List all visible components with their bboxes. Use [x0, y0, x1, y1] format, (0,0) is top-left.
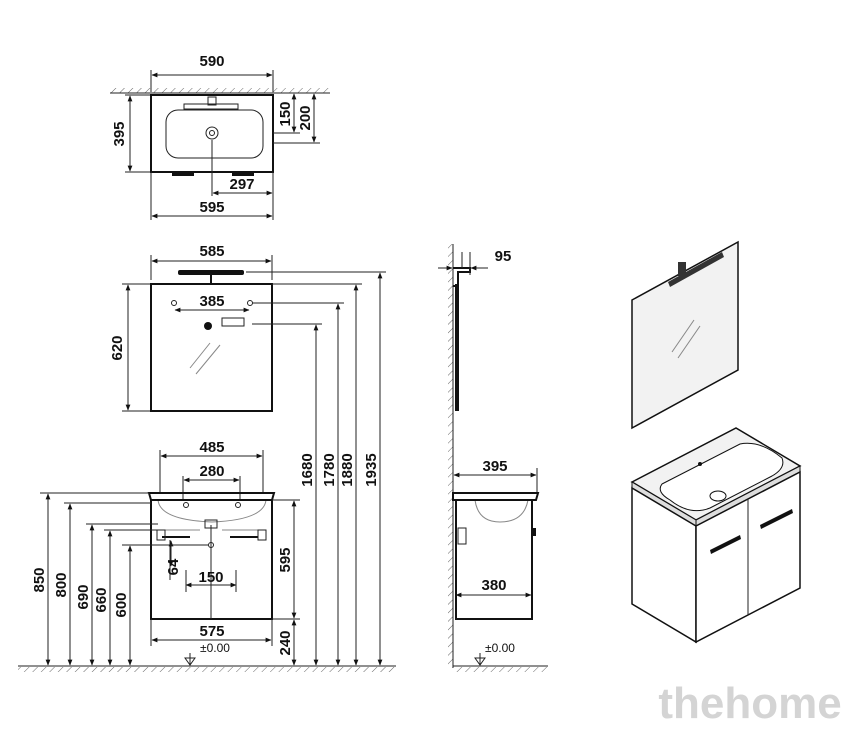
dim-h-1680: 1680 [299, 453, 316, 486]
level-side: ±0.00 [485, 641, 515, 655]
dim-mirror-width: 585 [199, 243, 224, 260]
ip-label-icon [221, 317, 245, 327]
top-drain [205, 126, 219, 140]
perspective-handle-left [710, 535, 741, 554]
dim-h-850: 850 [31, 567, 48, 592]
perspective-basin-bowl [659, 442, 784, 512]
top-view: 590 395 150 200 297 595 [110, 53, 330, 220]
side-siphon [457, 527, 467, 545]
side-floor-hatch [453, 667, 548, 672]
dim-basin-485: 485 [199, 439, 224, 456]
dim-575: 575 [199, 623, 224, 640]
perspective-view [630, 240, 802, 644]
dim-top-595: 595 [199, 199, 224, 216]
mirror-hole-left [171, 300, 177, 306]
dim-h-600: 600 [113, 592, 130, 617]
dim-h-1880: 1880 [339, 453, 356, 486]
dim-64: 64 [165, 558, 182, 575]
siphon [204, 519, 218, 529]
level-front: ±0.00 [200, 641, 230, 655]
side-wall-hatch [448, 244, 453, 668]
perspective-handle-right [760, 509, 793, 529]
dim-h-1780: 1780 [321, 453, 338, 486]
basin-rim [147, 492, 276, 501]
mirror-hole-right [247, 300, 253, 306]
dim-side-380: 380 [481, 577, 506, 594]
front-floor-hatch [18, 667, 396, 672]
dim-595-right: 595 [277, 547, 294, 572]
dim-150: 150 [198, 569, 223, 586]
dim-240: 240 [277, 630, 294, 655]
dim-h-690: 690 [75, 584, 92, 609]
side-basin-rim [452, 492, 540, 501]
mirror-outline [150, 283, 273, 412]
dim-top-150: 150 [277, 101, 294, 126]
dim-top-depth: 395 [111, 121, 128, 146]
socket-icon [204, 322, 212, 330]
dim-side-95: 95 [495, 248, 512, 265]
perspective-mirror [631, 240, 739, 430]
dim-h-1935: 1935 [363, 453, 380, 486]
dim-mirror-height: 620 [109, 335, 126, 360]
dim-top-297: 297 [229, 176, 254, 193]
perspective-drain [709, 490, 727, 502]
side-cabinet-outline [455, 499, 533, 620]
side-mirror [455, 284, 459, 411]
top-wall-hatch [110, 88, 330, 93]
top-tap [207, 96, 217, 106]
top-tap-bar [183, 103, 239, 110]
side-view: 95 395 380 ±0.00 [438, 244, 548, 672]
side-lamp [453, 267, 471, 287]
dim-top-width: 590 [199, 53, 224, 70]
dim-side-395: 395 [482, 458, 507, 475]
dim-basin-280: 280 [199, 463, 224, 480]
perspective-lamp [668, 252, 724, 287]
mirror-lamp [178, 270, 244, 275]
front-view: 585 385 620 485 280 [18, 243, 396, 672]
watermark: thehome [658, 679, 841, 728]
basin-bowl [157, 499, 267, 523]
dim-h-800: 800 [53, 572, 70, 597]
dim-h-660: 660 [93, 587, 110, 612]
top-basin [165, 109, 264, 159]
dim-mirror-hole: 385 [199, 293, 224, 310]
dim-top-200: 200 [297, 105, 314, 130]
